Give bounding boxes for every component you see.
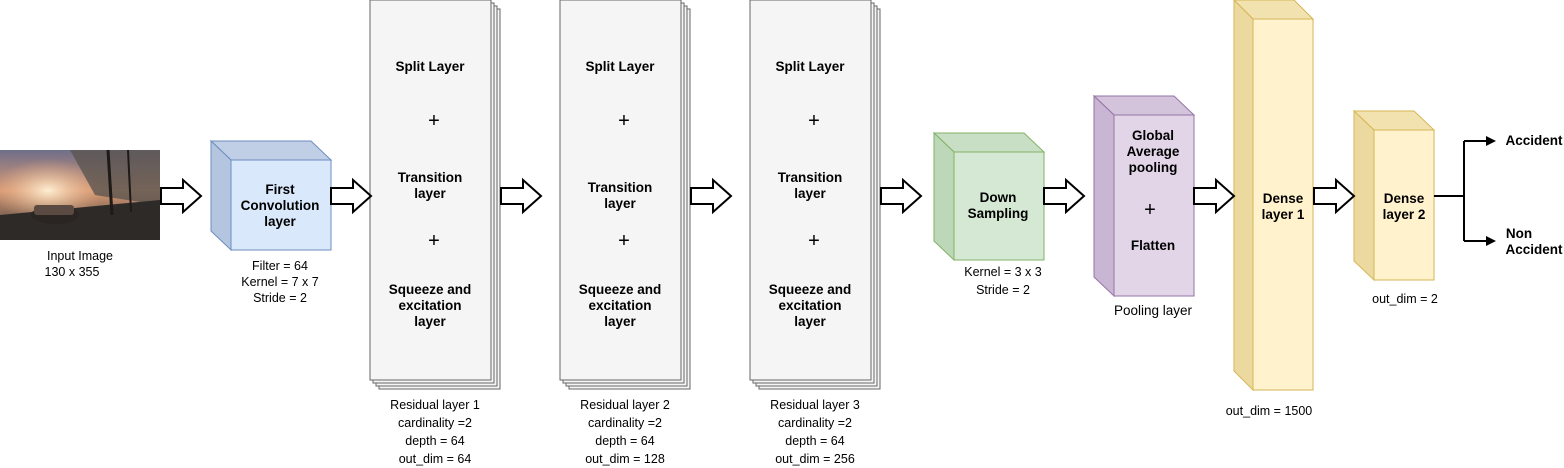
- dense-layer-1: [1233, 0, 1315, 392]
- output-accident: Accident: [1505, 133, 1563, 148]
- residual-page: [369, 0, 492, 381]
- plus-sign: +: [428, 230, 440, 252]
- down-sampling-layer: [932, 131, 1046, 262]
- pooling-title-line: Flatten: [1131, 238, 1175, 253]
- dense-layer-2: [1352, 109, 1436, 282]
- dense2-title-line: layer 2: [1383, 207, 1426, 222]
- dense2-title-line: Dense: [1384, 191, 1425, 206]
- block-arrow: [880, 177, 923, 215]
- block-arrow: [160, 177, 203, 215]
- down-sampling-params: Kernel = 3 x 3 Stride = 2: [964, 265, 1042, 297]
- squeeze-excitation-label: layer: [414, 314, 446, 329]
- dense1-title-line: Dense: [1263, 191, 1304, 206]
- split-layer-label: Split Layer: [775, 59, 845, 74]
- transition-layer-label: layer: [414, 186, 446, 201]
- output-non-accident: Accident: [1505, 242, 1563, 257]
- split-layer-label: Split Layer: [585, 59, 655, 74]
- residual-caption-line: out_dim = 64: [399, 452, 472, 466]
- accident-arrowhead: [1486, 136, 1496, 146]
- pooling-caption: Pooling layer: [1114, 303, 1193, 318]
- residual-caption-line: Residual layer 3: [770, 398, 860, 412]
- squeeze-excitation-label: Squeeze and: [769, 282, 852, 297]
- residual-caption-line: out_dim = 128: [585, 452, 665, 466]
- plus-sign: +: [618, 230, 630, 252]
- down-param-line: Kernel = 3 x 3: [964, 265, 1042, 279]
- block-arrow: [1193, 177, 1236, 215]
- squeeze-excitation-label: layer: [604, 314, 636, 329]
- flow-arrows: [160, 177, 1356, 215]
- residual-caption-line: cardinality =2: [588, 416, 662, 430]
- dense-layer-2-caption: out_dim = 2: [1372, 292, 1438, 306]
- residual-caption-line: Residual layer 2: [580, 398, 670, 412]
- input-image: [0, 149, 160, 240]
- down-param-line: Stride = 2: [976, 283, 1030, 297]
- conv-layer-params: Filter = 64 Kernel = 7 x 7 Stride = 2: [241, 259, 319, 305]
- transition-layer-label: Transition: [778, 170, 843, 185]
- conv-param-line: Filter = 64: [252, 259, 308, 273]
- conv-title-line: Convolution: [241, 198, 320, 213]
- residual-caption-line: depth = 64: [405, 434, 464, 448]
- plus-sign: +: [808, 110, 820, 132]
- plus-sign: +: [428, 110, 440, 132]
- plus-sign: +: [808, 230, 820, 252]
- output-non-accident: Non: [1506, 226, 1532, 241]
- transition-layer-label: layer: [604, 196, 636, 211]
- first-convolution-layer: [209, 139, 333, 252]
- conv-title-line: First: [265, 182, 295, 197]
- block-arrow: [1313, 177, 1356, 215]
- block-arrow: [330, 177, 373, 215]
- plus-sign: +: [1144, 199, 1156, 221]
- residual-page: [749, 0, 872, 381]
- block-arrow: [1043, 177, 1086, 215]
- squeeze-excitation-label: layer: [794, 314, 826, 329]
- pooling-layer: [1092, 94, 1196, 298]
- pooling-title-line: Global: [1132, 128, 1174, 143]
- block-arrow: [500, 177, 543, 215]
- block-arrow: [690, 177, 733, 215]
- conv-title-line: layer: [264, 214, 296, 229]
- transition-layer-label: layer: [794, 186, 826, 201]
- pooling-title-line: pooling: [1129, 160, 1178, 175]
- residual-caption-line: depth = 64: [785, 434, 844, 448]
- residual-page: [559, 0, 682, 381]
- residual-caption-line: depth = 64: [595, 434, 654, 448]
- dense1-title-line: layer 1: [1262, 207, 1305, 222]
- input-image-label: Input Image: [47, 249, 113, 263]
- output-connector: [1434, 140, 1488, 242]
- conv-param-line: Stride = 2: [253, 291, 307, 305]
- transition-layer-label: Transition: [398, 170, 463, 185]
- conv-param-line: Kernel = 7 x 7: [241, 275, 319, 289]
- split-layer-label: Split Layer: [395, 59, 465, 74]
- residual-caption-line: cardinality =2: [398, 416, 472, 430]
- residual-caption-line: Residual layer 1: [390, 398, 480, 412]
- plus-sign: +: [618, 110, 630, 132]
- down-title-line: Sampling: [968, 206, 1029, 221]
- input-image-size: 130 x 355: [45, 265, 100, 279]
- squeeze-excitation-label: excitation: [778, 298, 841, 313]
- pooling-title-line: Average: [1127, 144, 1180, 159]
- transition-layer-label: Transition: [588, 180, 653, 195]
- residual-caption-line: cardinality =2: [778, 416, 852, 430]
- dense-layer-1-caption: out_dim = 1500: [1226, 404, 1313, 418]
- squeeze-excitation-label: Squeeze and: [389, 282, 472, 297]
- residual-caption-line: out_dim = 256: [775, 452, 855, 466]
- squeeze-excitation-label: Squeeze and: [579, 282, 662, 297]
- squeeze-excitation-label: excitation: [588, 298, 651, 313]
- down-title-line: Down: [980, 190, 1017, 205]
- squeeze-excitation-label: excitation: [398, 298, 461, 313]
- non-accident-arrowhead: [1486, 236, 1496, 246]
